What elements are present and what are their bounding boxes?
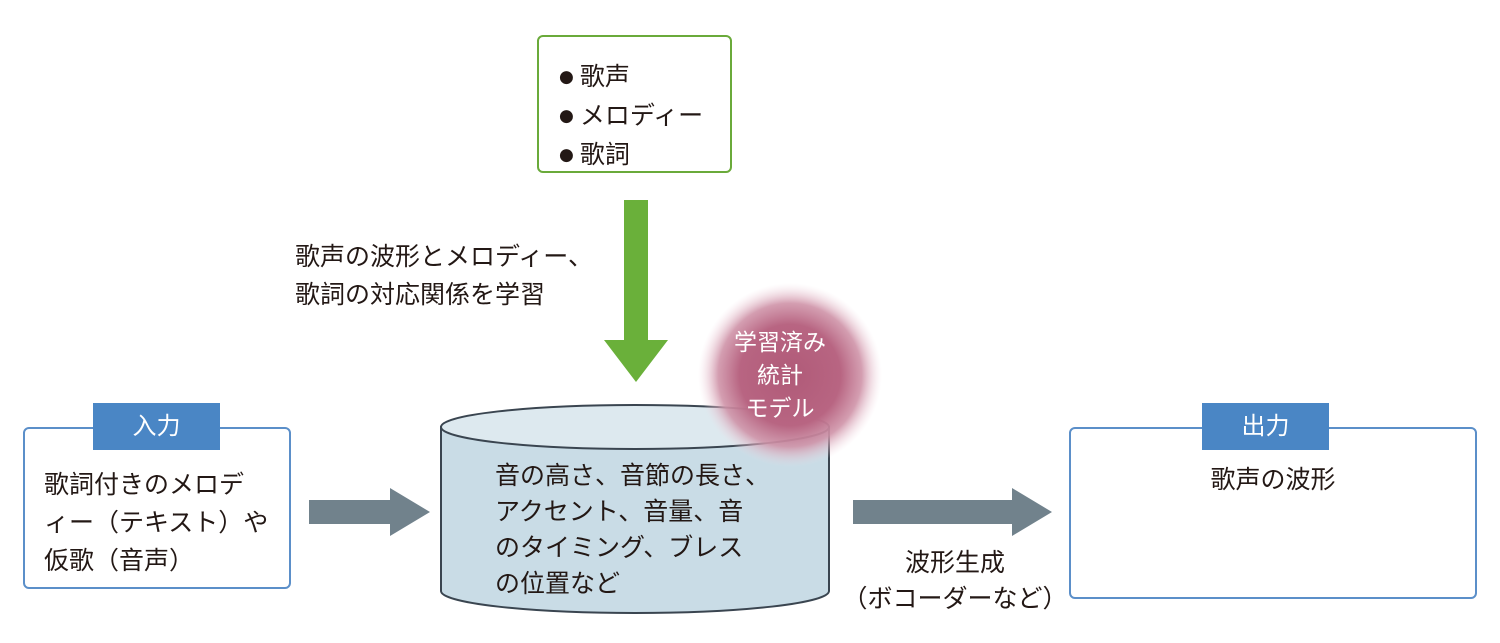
model-line-4: の位置など	[495, 569, 621, 598]
input-to-model-arrow	[309, 488, 430, 536]
badge-line-3: モデル	[745, 396, 815, 422]
learning-caption-line-2: 歌詞の対応関係を学習	[295, 280, 546, 309]
input-line-1: 歌詞付きのメロデ	[44, 470, 245, 499]
learning-arrow	[604, 200, 668, 382]
input-line-2: ィー（テキスト）や	[44, 508, 269, 537]
generation-line-2: （ボコーダーなど）	[842, 584, 1068, 613]
output-box	[1069, 427, 1477, 599]
model-to-output-arrow	[853, 488, 1052, 536]
training-data-box: 歌声 メロディー 歌詞	[537, 35, 732, 173]
badge-line-1: 学習済み	[734, 330, 826, 356]
training-data-list: 歌声 メロディー 歌詞	[539, 37, 730, 176]
output-label: 出力	[1202, 403, 1329, 450]
badge-line-2: 統計	[757, 363, 803, 389]
training-item-melody: メロディー	[559, 98, 730, 137]
trained-model-badge-text: 学習済み 統計 モデル	[705, 327, 855, 426]
output-caption: 歌声の波形	[1210, 465, 1336, 494]
model-line-1: 音の高さ、音節の長さ、	[495, 461, 771, 490]
input-label: 入力	[93, 403, 220, 450]
input-box	[23, 427, 291, 589]
learning-caption-line-1: 歌声の波形とメロディー、	[295, 242, 594, 271]
input-description: 歌詞付きのメロデ ィー（テキスト）や 仮歌（音声）	[44, 466, 284, 580]
model-description: 音の高さ、音節の長さ、 アクセント、音量、音 のタイミング、ブレス の位置など	[495, 458, 795, 602]
input-line-3: 仮歌（音声）	[44, 546, 195, 575]
training-item-voice: 歌声	[559, 59, 730, 98]
trained-model-badge	[698, 283, 882, 467]
training-item-lyrics: 歌詞	[559, 137, 730, 176]
model-line-3: のタイミング、ブレス	[495, 533, 744, 562]
generation-caption: 波形生成 （ボコーダーなど）	[835, 545, 1075, 617]
learning-caption: 歌声の波形とメロディー、 歌詞の対応関係を学習	[295, 238, 635, 314]
generation-line-1: 波形生成	[904, 548, 1005, 577]
model-line-2: アクセント、音量、音	[495, 497, 744, 526]
